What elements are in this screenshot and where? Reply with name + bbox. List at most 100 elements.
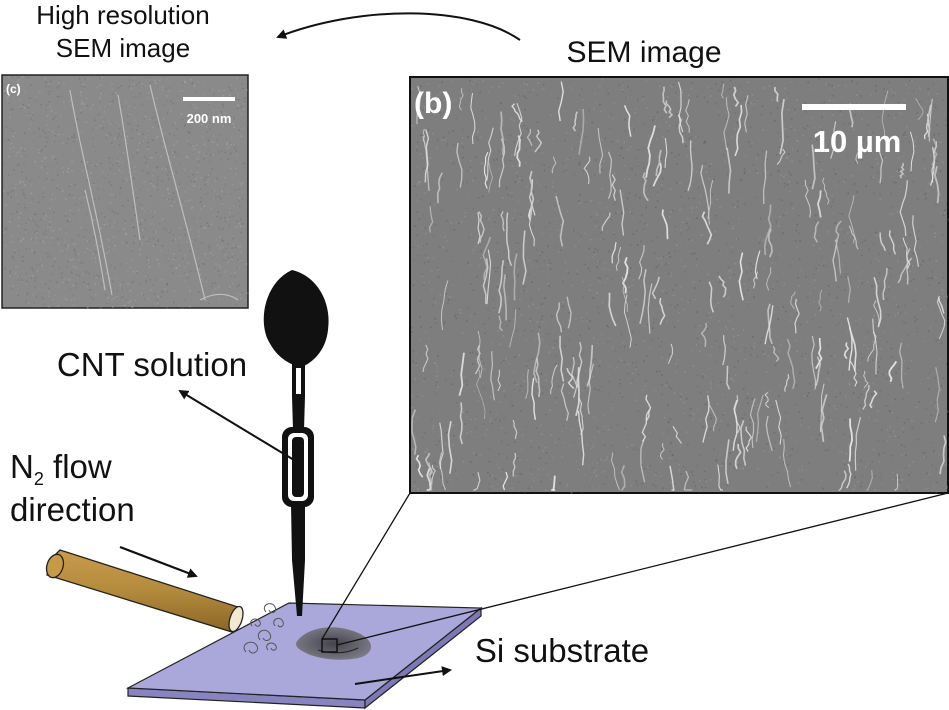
- sem-nanotube: [708, 179, 714, 225]
- sem-nanotube: [415, 454, 424, 478]
- sem-nanotube: [659, 297, 666, 325]
- sem-nanotube: [551, 156, 557, 174]
- sem-nanotube: [873, 277, 882, 328]
- sem-nanotube: [764, 392, 770, 408]
- sem-nanotube: [709, 404, 717, 432]
- highres-label-line1: High resolution: [36, 0, 209, 30]
- sem-nanotube: [422, 128, 426, 144]
- sem-nanotube: [447, 421, 453, 474]
- sem-nanotube: [583, 156, 591, 185]
- sem-nanotube: [623, 294, 632, 348]
- sem-nanotube: [882, 267, 888, 301]
- sem-nanotube: [811, 144, 816, 190]
- sem-nanotube: [525, 369, 529, 400]
- sem-nanotube: [701, 211, 713, 245]
- sem-nanotube: [745, 426, 753, 452]
- sem-nanotube: [440, 280, 449, 331]
- sem-nanotube: [732, 86, 740, 107]
- sem-nanotube: [774, 86, 779, 102]
- sem-nanotube: [754, 250, 761, 280]
- sem-nanotube: [586, 344, 594, 387]
- sem-nanotube: [511, 103, 523, 123]
- sem-nanotube: [477, 212, 481, 245]
- sem-nanotube: [848, 225, 859, 250]
- sem-nanotube: [529, 170, 535, 220]
- sem-nanotube: [672, 425, 682, 444]
- sem-nanotube: [718, 275, 727, 298]
- sem-nanotube: [782, 439, 792, 488]
- sem-nanotube: [725, 439, 730, 485]
- pipette-bulb: [263, 270, 329, 366]
- sem-nanotube: [662, 86, 668, 114]
- sem-nanotube: [498, 315, 503, 332]
- sem-nanotube: [500, 210, 505, 232]
- sem-nanotube: [557, 81, 564, 122]
- sem-nanotube: [702, 395, 710, 443]
- sem-nanotube: [834, 220, 842, 243]
- sem-nanotube: [578, 108, 585, 156]
- sem-nanotube: [888, 360, 898, 383]
- sem-nanotube: [726, 365, 731, 390]
- sem-nanotube: [535, 358, 541, 398]
- sem-highres-image: [1, 74, 249, 309]
- sem-nanotube: [779, 98, 785, 155]
- sem-nanotubes: [411, 81, 947, 491]
- sem-nanotube: [516, 135, 521, 167]
- sem-nanotube: [811, 335, 817, 390]
- sem-nanotube: [559, 335, 565, 382]
- sem-nanotube: [838, 470, 847, 491]
- sem-nanotube: [647, 283, 653, 334]
- sem-scale-bar: [802, 104, 906, 110]
- sem-nanotube: [898, 342, 904, 389]
- sem-nanotube: [909, 131, 915, 172]
- sem-nanotube: [720, 83, 725, 99]
- sem-nanotube: [482, 236, 492, 280]
- sem-nanotube: [555, 195, 565, 247]
- sem-nanotube: [576, 341, 583, 388]
- sem-nanotube: [765, 267, 772, 291]
- sem-nanotube: [620, 465, 626, 491]
- gas-swirls: [243, 603, 284, 654]
- sem-nanotube: [476, 369, 486, 420]
- sem-nanotube: [665, 100, 674, 119]
- sem-nanotube: [416, 85, 421, 125]
- sem-nanotube: [509, 309, 517, 348]
- sem-nanotube: [815, 337, 823, 370]
- n2-flow-arrow: [119, 545, 198, 578]
- sem-nanotube: [488, 162, 494, 193]
- sem-nanotube: [639, 269, 647, 324]
- sem-nanotube: [776, 148, 786, 165]
- sem-nanotube: [655, 149, 662, 176]
- sem-nanotube: [772, 345, 780, 362]
- sem-nanotube: [473, 472, 481, 491]
- sem-nanotube: [502, 274, 507, 321]
- sem-nanotube: [755, 394, 764, 442]
- sem-nanotube: [888, 230, 897, 255]
- sem-nanotube: [816, 190, 822, 218]
- sem-nanotube: [411, 409, 417, 455]
- sem-nanotube: [597, 128, 604, 174]
- sem-nanotube: [572, 111, 578, 132]
- sem-highres-scale-bar: [183, 97, 235, 101]
- sem-nanotube: [422, 344, 429, 373]
- sem-nanotube: [458, 88, 464, 111]
- sem-nanotube: [513, 253, 518, 301]
- sem-nanotube: [894, 473, 899, 491]
- sem-nanotube: [486, 127, 494, 181]
- n2-label-n: N: [10, 448, 34, 485]
- sem-nanotube: [929, 146, 936, 186]
- sem-nanotube: [490, 351, 495, 401]
- sem-nanotube: [500, 111, 505, 156]
- sem-nanotube: [477, 330, 483, 378]
- sem-nanotube: [848, 327, 857, 372]
- sem-nanotube: [560, 383, 569, 422]
- cnt-solution-arrow: [178, 389, 295, 461]
- sem-nanotube: [822, 177, 830, 205]
- sem-nanotube: [641, 409, 651, 442]
- sem-nanotube: [459, 402, 464, 445]
- sem-nanotube: [790, 291, 796, 310]
- sem-nanotube: [611, 242, 617, 264]
- sem-nanotube: [685, 99, 690, 133]
- sem-nanotube: [854, 417, 862, 471]
